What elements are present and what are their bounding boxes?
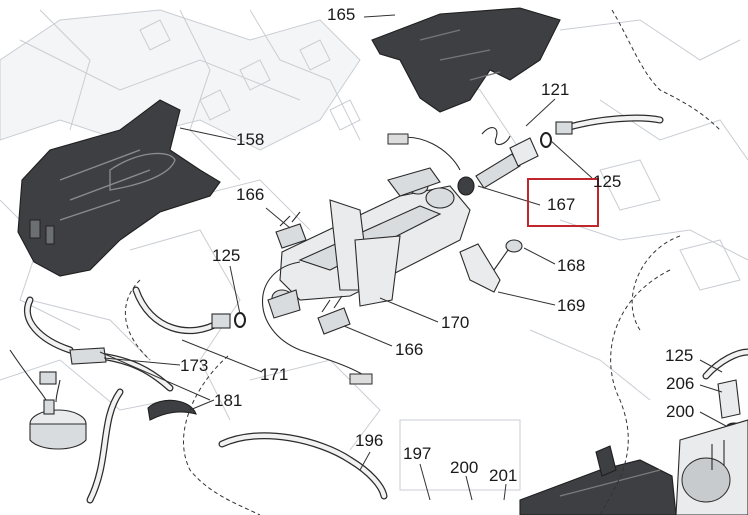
- callout-169: 169: [557, 296, 586, 315]
- part-168-plug: [493, 239, 523, 271]
- part-125-hose-upper: [555, 114, 664, 135]
- callout-200-right: 200: [666, 402, 695, 421]
- callout-125-upper-right: 125: [593, 172, 622, 191]
- callout-168: 168: [557, 256, 586, 275]
- callout-196: 196: [355, 431, 384, 450]
- callout-158: 158: [236, 130, 265, 149]
- left-hoses: [23, 286, 246, 504]
- boiler: [675, 419, 748, 515]
- part-181: [147, 399, 197, 421]
- callout-206: 206: [666, 374, 695, 393]
- part-158-bracket: [17, 99, 221, 277]
- leader-lines: [99, 14, 727, 501]
- callout-121: 121: [541, 80, 570, 99]
- callout-171: 171: [260, 365, 289, 384]
- part-196-tube: [218, 432, 388, 500]
- callout-173: 173: [180, 356, 209, 375]
- part-170-valve-body: [267, 167, 471, 319]
- flowmeter: [9, 349, 87, 450]
- callout-201: 201: [489, 466, 518, 485]
- highlight-box-167: [527, 178, 599, 227]
- callout-166-upper: 166: [236, 185, 265, 204]
- heater-block: [519, 445, 677, 515]
- callout-170: 170: [441, 313, 470, 332]
- callout-125-left: 125: [212, 246, 241, 265]
- part-165-housing: [371, 7, 561, 113]
- part-166-clips: [275, 211, 351, 335]
- callout-200-bottom: 200: [450, 458, 479, 477]
- part-167-fitting: [457, 132, 552, 196]
- callout-197: 197: [403, 444, 432, 463]
- callout-167: 167: [547, 195, 576, 214]
- dashed-routing: [124, 9, 721, 515]
- part-121-clip: [481, 127, 511, 146]
- callout-166-lower: 166: [395, 340, 424, 359]
- background-frame-ghost: [0, 9, 748, 491]
- part-169-bracket: [459, 243, 501, 293]
- callout-181: 181: [214, 391, 243, 410]
- right-parts: [702, 348, 748, 434]
- callout-165: 165: [327, 5, 356, 24]
- wire-harness: [262, 133, 461, 385]
- callout-125-right: 125: [665, 346, 694, 365]
